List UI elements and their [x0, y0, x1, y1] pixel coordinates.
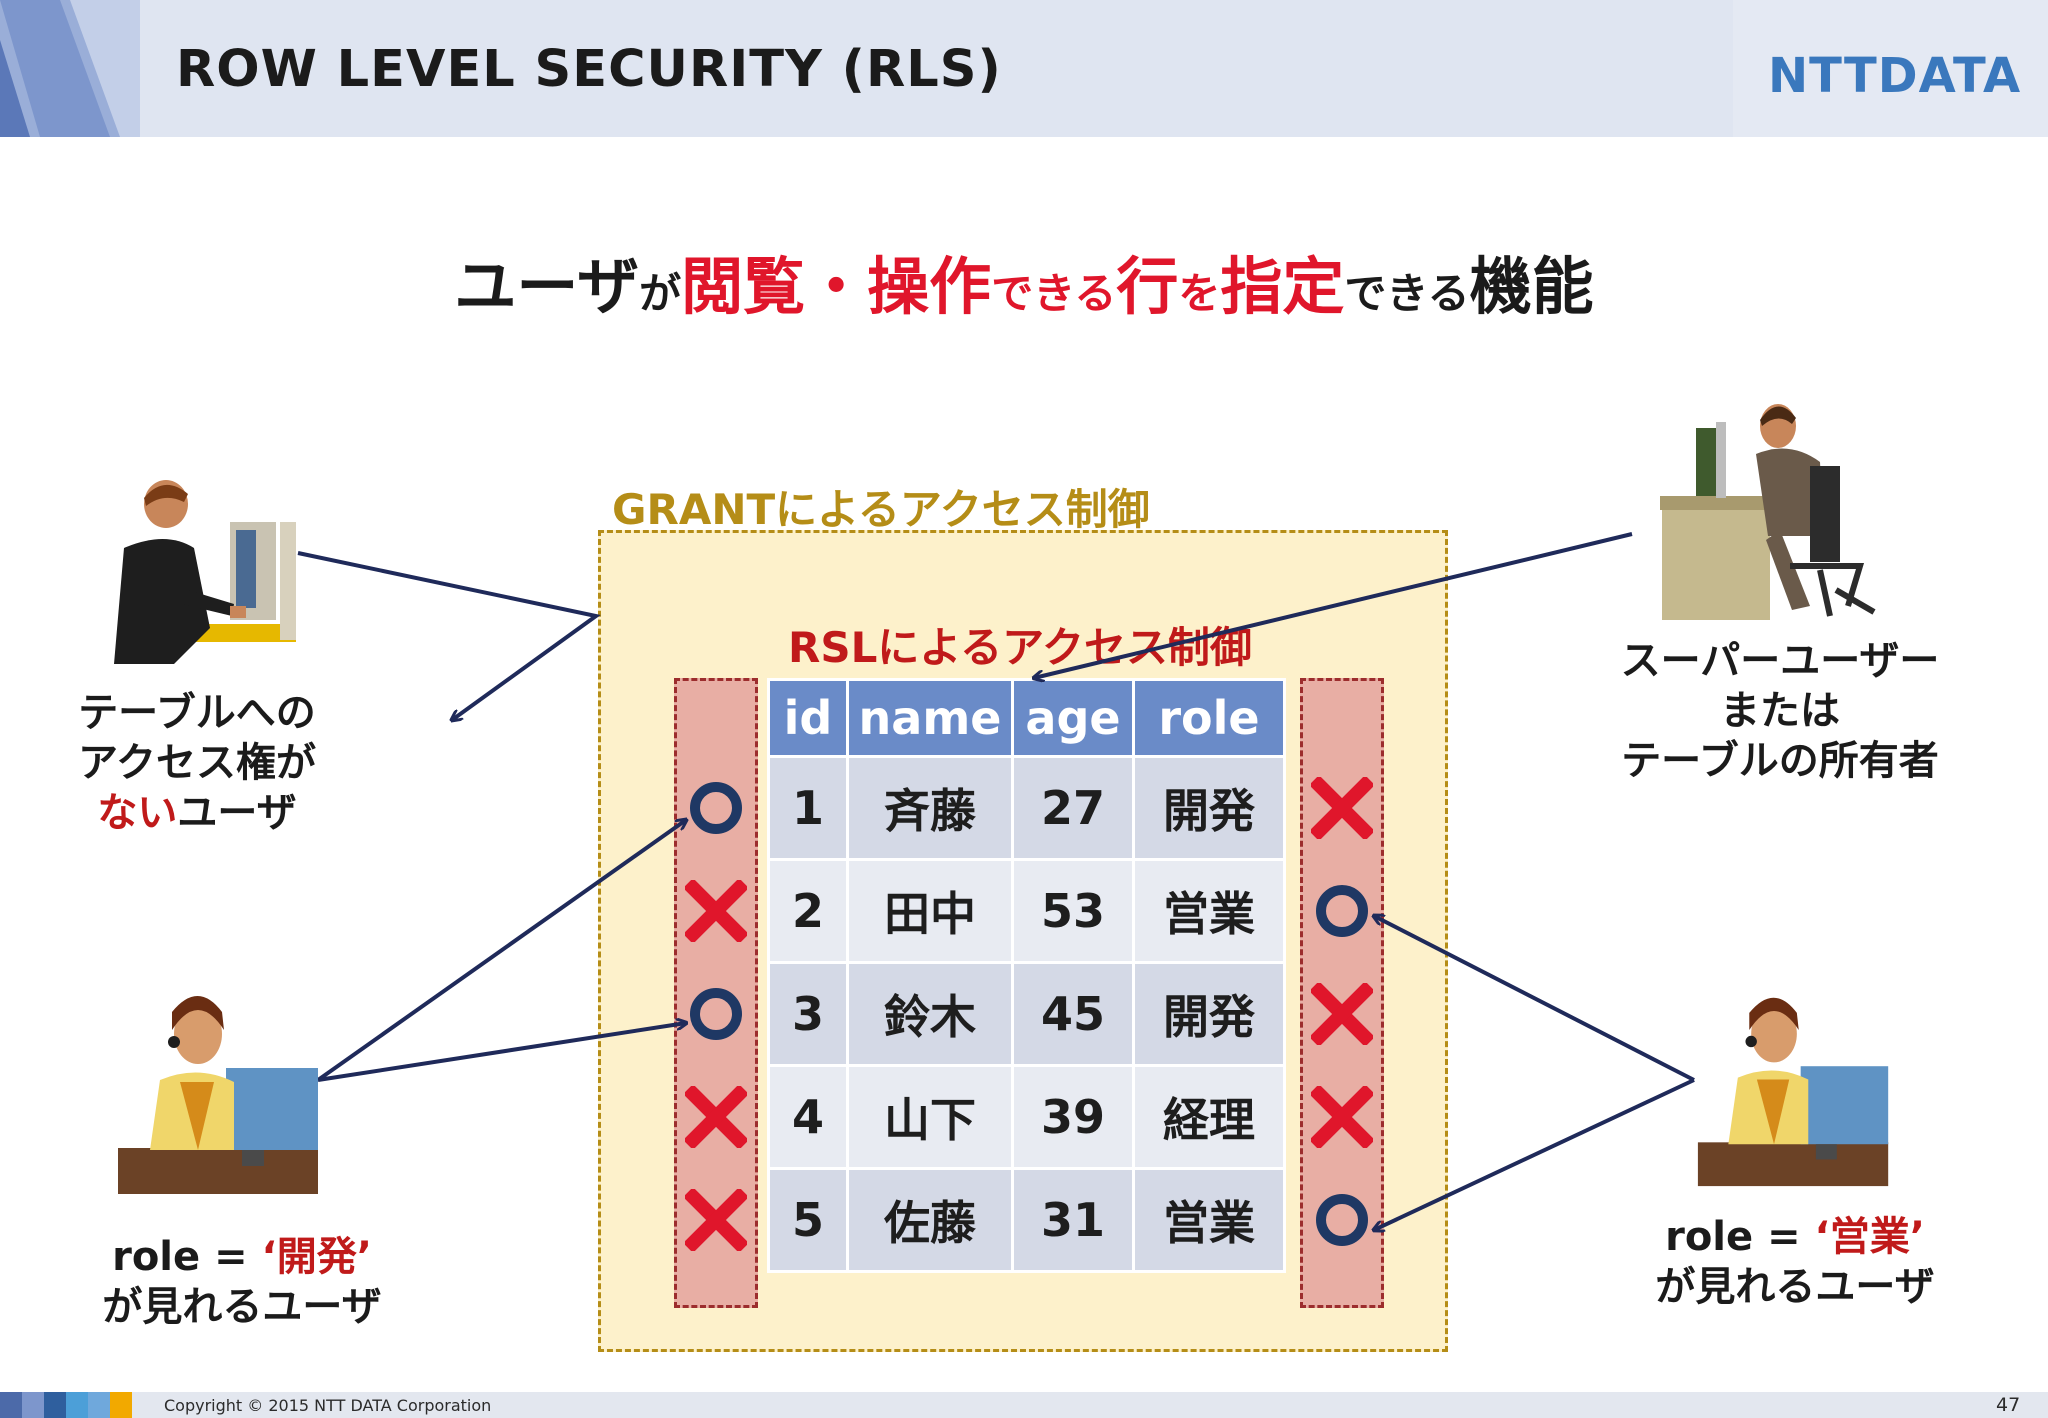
- table-row: 4 山下 39 経理: [770, 1067, 1283, 1167]
- cell-name: 田中: [849, 861, 1011, 961]
- cell-age: 27: [1014, 758, 1132, 858]
- caption-line: が見れるユーザ: [102, 1284, 382, 1330]
- left-allowed-circle-icon: [690, 988, 742, 1040]
- headline-part: 指定: [1220, 250, 1345, 323]
- cell-id: 1: [770, 758, 846, 858]
- header-band: [140, 0, 1733, 137]
- caption-line: アクセス権が: [78, 740, 316, 786]
- cell-name: 斉藤: [849, 758, 1011, 858]
- table-row: 2 田中 53 営業: [770, 861, 1283, 961]
- caption-line: スーパーユーザー: [1620, 638, 1940, 684]
- arrow-dev-user-2: [317, 1023, 686, 1082]
- caption-line: ないユーザ: [68, 788, 326, 838]
- table-row: 1 斉藤 27 開発: [770, 758, 1283, 858]
- slide-title: ROW LEVEL SECURITY (RLS): [176, 40, 1002, 99]
- data-table: id name age role 1 斉藤 27 開発 2 田中 53 営業 3…: [767, 678, 1286, 1273]
- caption-line: role = ‘開発’: [92, 1232, 392, 1282]
- left-denied-cross-icon: [685, 1086, 747, 1148]
- footer-color-square: [0, 1392, 22, 1418]
- dev-user-caption: role = ‘開発’ が見れるユーザ: [92, 1232, 392, 1332]
- arrow-no-access: [297, 551, 601, 720]
- column-header: role: [1135, 681, 1283, 755]
- footer-bar: [0, 1392, 2048, 1418]
- column-header: id: [770, 681, 846, 755]
- ntt-data-logo: NTTDATA: [1768, 48, 2022, 104]
- headline-part: が: [639, 269, 682, 318]
- arrow-sales-user-1: [1374, 916, 1695, 1082]
- no-access-user-caption: テーブルへの アクセス権が ないユーザ: [68, 688, 326, 838]
- caption-line: テーブルの所有者: [1621, 738, 1939, 784]
- footer-color-square: [110, 1392, 132, 1418]
- footer-color-square: [44, 1392, 66, 1418]
- grant-label: GRANTによるアクセス制御: [612, 485, 1150, 534]
- headline-part: 機能: [1469, 250, 1594, 323]
- table-header-row: id name age role: [770, 681, 1283, 755]
- cell-name: 佐藤: [849, 1170, 1011, 1270]
- cell-role: 営業: [1135, 861, 1283, 961]
- column-header: name: [849, 681, 1011, 755]
- caption-line: テーブルへの: [78, 690, 316, 736]
- cell-name: 鈴木: [849, 964, 1011, 1064]
- headline-part: ユーザ: [454, 250, 640, 323]
- rls-label: RSLによるアクセス制御: [788, 623, 1252, 672]
- headline-part: を: [1178, 269, 1221, 318]
- headline-part: できる: [1344, 269, 1470, 318]
- cell-role: 経理: [1135, 1067, 1283, 1167]
- caption-text: ユーザ: [177, 790, 297, 836]
- caption-text: role =: [1665, 1214, 1815, 1260]
- caption-emphasis: ない: [97, 790, 178, 836]
- footer-color-square: [88, 1392, 110, 1418]
- cell-name: 山下: [849, 1067, 1011, 1167]
- caption-line: または: [1720, 688, 1840, 734]
- cell-role: 営業: [1135, 1170, 1283, 1270]
- super-user-caption: スーパーユーザー または テーブルの所有者: [1610, 636, 1950, 786]
- copyright-text: Copyright © 2015 NTT DATA Corporation: [164, 1396, 492, 1415]
- caption-emphasis: ‘開発’: [261, 1234, 372, 1280]
- cell-id: 4: [770, 1067, 846, 1167]
- right-denied-cross-icon: [1311, 1086, 1373, 1148]
- sales-user-illustration: [1697, 997, 1889, 1187]
- page-number: 47: [1996, 1394, 2021, 1416]
- right-denied-cross-icon: [1311, 983, 1373, 1045]
- arrow-sales-user-2: [1374, 1078, 1695, 1230]
- cell-id: 3: [770, 964, 846, 1064]
- caption-emphasis: ‘営業’: [1814, 1214, 1925, 1260]
- left-denied-cross-icon: [685, 1189, 747, 1251]
- footer-color-square: [66, 1392, 88, 1418]
- cell-age: 53: [1014, 861, 1132, 961]
- headline-part: 閲覧・操作: [681, 250, 992, 323]
- cell-id: 5: [770, 1170, 846, 1270]
- left-denied-cross-icon: [685, 880, 747, 942]
- arrow-dev-user-1: [316, 820, 686, 1082]
- cell-age: 39: [1014, 1067, 1132, 1167]
- headline: ユーザが閲覧・操作できる行を指定できる機能: [0, 236, 2048, 326]
- cell-id: 2: [770, 861, 846, 961]
- cell-role: 開発: [1135, 964, 1283, 1064]
- caption-line: が見れるユーザ: [1655, 1264, 1935, 1310]
- super-user-illustration: [1660, 404, 1876, 620]
- arrow-super-user: [1034, 532, 1633, 678]
- header-decoration: [0, 0, 140, 137]
- left-allowed-circle-icon: [690, 782, 742, 834]
- sales-user-caption: role = ‘営業’ が見れるユーザ: [1640, 1212, 1950, 1312]
- cell-age: 45: [1014, 964, 1132, 1064]
- right-allowed-circle-icon: [1316, 1194, 1368, 1246]
- dev-user-illustration: [118, 996, 318, 1194]
- right-denied-cross-icon: [1311, 777, 1373, 839]
- cell-age: 31: [1014, 1170, 1132, 1270]
- cell-role: 開発: [1135, 758, 1283, 858]
- caption-text: role =: [112, 1234, 262, 1280]
- right-allowed-circle-icon: [1316, 885, 1368, 937]
- headline-part: 行: [1116, 250, 1179, 323]
- column-header: age: [1014, 681, 1132, 755]
- table-row: 5 佐藤 31 営業: [770, 1170, 1283, 1270]
- footer-color-square: [22, 1392, 44, 1418]
- table-row: 3 鈴木 45 開発: [770, 964, 1283, 1064]
- caption-line: role = ‘営業’: [1640, 1212, 1950, 1262]
- headline-part: できる: [991, 269, 1117, 318]
- user-at-desk-illustration: [114, 480, 296, 664]
